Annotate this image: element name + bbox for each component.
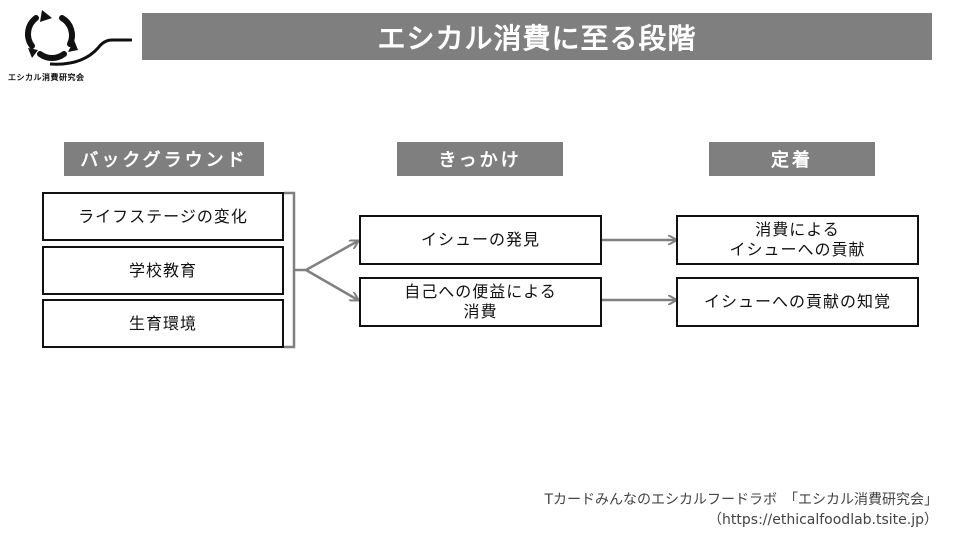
background-bracket — [284, 191, 296, 349]
background-item-upbringing: 生育環境 — [42, 299, 284, 348]
background-item-school-education: 学校教育 — [42, 246, 284, 295]
footer-line-1: Tカードみんなのエシカルフードラボ 「エシカル消費研究会」 — [544, 492, 938, 508]
footer-line-2: （https://ethicalfoodlab.tsite.jp） — [708, 512, 938, 528]
arrow-to-issue-discovery — [305, 241, 358, 272]
arrow-to-self-benefit — [305, 268, 358, 300]
settle-item-perception: イシューへの貢献の知覚 — [676, 277, 919, 327]
stage-header-settle: 定着 — [709, 142, 875, 176]
recycle-icon — [25, 10, 132, 66]
page-title: エシカル消費に至る段階 — [142, 13, 932, 60]
trigger-item-issue-discovery: イシューの発見 — [359, 215, 602, 265]
settle-item-contribution: 消費による イシューへの貢献 — [676, 215, 919, 265]
logo: エシカル消費研究会 — [8, 6, 132, 82]
trigger-item-self-benefit: 自己への便益による 消費 — [359, 277, 602, 327]
footer-credit: Tカードみんなのエシカルフードラボ 「エシカル消費研究会」 （https://e… — [544, 490, 938, 530]
stage-header-background: バックグラウンド — [64, 142, 264, 176]
stage-header-trigger: きっかけ — [397, 142, 563, 176]
background-item-life-stage: ライフステージの変化 — [42, 192, 284, 241]
logo-text: エシカル消費研究会 — [8, 73, 85, 82]
